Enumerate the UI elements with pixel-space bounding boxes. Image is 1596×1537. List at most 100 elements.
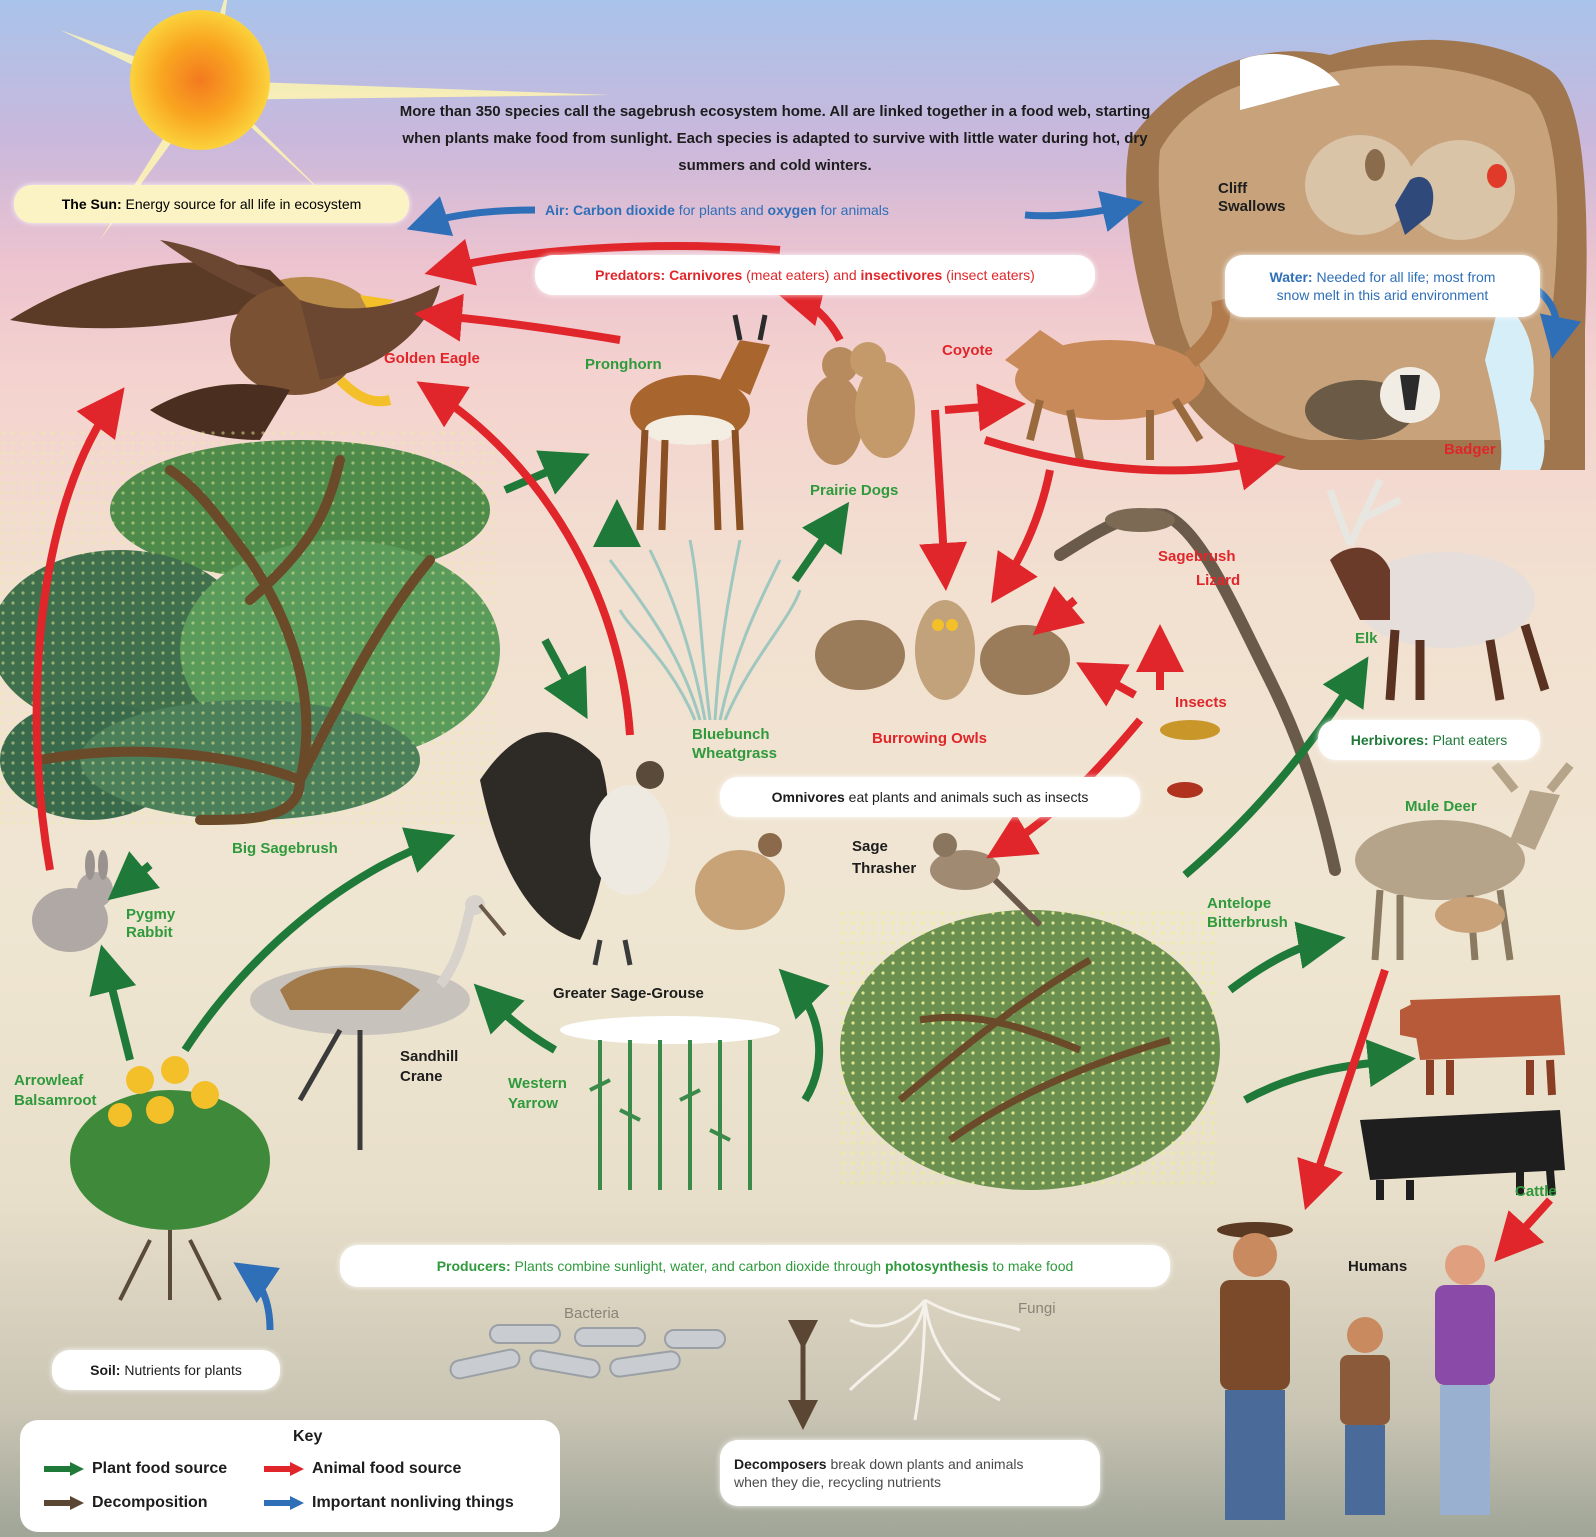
greater-sage-grouse-icon <box>480 732 785 965</box>
brown-arrow-icon <box>42 1495 86 1511</box>
producers-text1: Plants combine sunlight, water, and carb… <box>511 1258 885 1274</box>
bacteria-icon <box>449 1325 725 1380</box>
producers-photosynthesis: photosynthesis <box>885 1258 988 1274</box>
producers-title: Producers: <box>437 1258 511 1274</box>
label-cliff-swallows-2: Swallows <box>1218 198 1286 216</box>
decomposers-title: Decomposers <box>734 1456 827 1472</box>
air-oxygen: oxygen <box>768 202 817 218</box>
label-pygmy-rabbit-1: Pygmy <box>126 906 175 924</box>
predators-text2: (insect eaters) <box>942 267 1035 283</box>
intro-text: More than 350 species call the sagebrush… <box>380 98 1170 179</box>
water-text: Needed for all life; most from <box>1313 269 1496 285</box>
label-arrowleaf-1: Arrowleaf <box>14 1072 83 1090</box>
label-antelope-2: Bitterbrush <box>1207 914 1288 932</box>
herbivores-box: Herbivores: Plant eaters <box>1318 720 1540 760</box>
decomposers-text: break down plants and animals <box>827 1456 1024 1472</box>
herbivores-title: Herbivores: <box>1351 732 1429 748</box>
legend: Key Plant food source Animal food source… <box>20 1420 560 1532</box>
soil-text: Nutrients for plants <box>120 1362 241 1378</box>
label-cliff-swallows-1: Cliff <box>1218 180 1247 198</box>
label-big-sagebrush: Big Sagebrush <box>232 840 338 858</box>
prairie-dogs-icon <box>807 342 915 465</box>
mule-deer-icon <box>1355 765 1570 960</box>
label-sandhill-1: Sandhill <box>400 1048 458 1066</box>
herbivores-text: Plant eaters <box>1429 732 1508 748</box>
predators-insectivores: insectivores <box>861 267 943 283</box>
green-arrow-icon <box>42 1461 86 1477</box>
label-sagebrush-lizard-1: Sagebrush <box>1158 548 1236 566</box>
air-mid: for plants and <box>675 202 768 218</box>
decomposers-box: Decomposers break down plants and animal… <box>720 1440 1100 1506</box>
pronghorn-icon <box>630 315 770 530</box>
omnivores-box: Omnivores eat plants and animals such as… <box>720 777 1140 817</box>
blue-arrow-icon <box>262 1495 306 1511</box>
label-sagebrush-lizard-2: Lizard <box>1196 572 1240 590</box>
bluebunch-wheatgrass-icon <box>610 540 800 720</box>
label-sage-thrasher-2: Thrasher <box>852 860 916 878</box>
arrowleaf-balsamroot-icon <box>70 1056 270 1300</box>
air-co2: Carbon dioxide <box>569 202 675 218</box>
producers-box: Producers: Plants combine sunlight, wate… <box>340 1245 1170 1287</box>
burrowing-owls-icon <box>815 600 1070 700</box>
label-badger: Badger <box>1444 441 1496 459</box>
predators-text1: (meat eaters) and <box>742 267 860 283</box>
legend-animal-label: Animal food source <box>312 1460 461 1478</box>
label-pygmy-rabbit-2: Rabbit <box>126 924 173 942</box>
legend-item-plant: Plant food source <box>42 1460 227 1478</box>
producers-text2: to make food <box>988 1258 1073 1274</box>
big-sagebrush-icon <box>0 430 500 830</box>
label-elk: Elk <box>1355 630 1378 648</box>
water-box: Water: Needed for all life; most from sn… <box>1225 255 1540 317</box>
cattle-icon <box>1360 995 1565 1200</box>
elk-icon <box>1330 480 1545 700</box>
label-insects: Insects <box>1175 694 1227 712</box>
decomposers-text2: when they die, recycling nutrients <box>734 1473 941 1491</box>
label-fungi: Fungi <box>1018 1300 1056 1318</box>
label-coyote: Coyote <box>942 342 993 360</box>
label-sandhill-2: Crane <box>400 1068 443 1086</box>
legend-nonliving-label: Important nonliving things <box>312 1494 514 1512</box>
soil-title: Soil: <box>90 1362 120 1378</box>
label-cattle: Cattle <box>1515 1183 1557 1201</box>
legend-item-decomposition: Decomposition <box>42 1494 208 1512</box>
pygmy-rabbit-icon <box>32 850 113 952</box>
label-antelope-1: Antelope <box>1207 895 1271 913</box>
predators-box: Predators: Carnivores (meat eaters) and … <box>535 255 1095 295</box>
label-bluebunch-2: Wheatgrass <box>692 745 777 763</box>
western-yarrow-icon <box>560 1016 780 1190</box>
omnivores-title: Omnivores <box>772 789 845 805</box>
antelope-bitterbrush-icon <box>840 910 1220 1190</box>
sun-box: The Sun: Energy source for all life in e… <box>14 185 409 223</box>
soil-box: Soil: Nutrients for plants <box>52 1350 280 1390</box>
label-western-yarrow-2: Yarrow <box>508 1095 558 1113</box>
sun-box-text: Energy source for all life in ecosystem <box>122 196 362 212</box>
label-humans: Humans <box>1348 1258 1407 1276</box>
label-pronghorn: Pronghorn <box>585 356 662 374</box>
legend-item-animal: Animal food source <box>262 1460 461 1478</box>
legend-title: Key <box>293 1428 322 1446</box>
label-greater-sage-grouse: Greater Sage-Grouse <box>553 985 704 1003</box>
label-western-yarrow-1: Western <box>508 1075 567 1093</box>
legend-plant-label: Plant food source <box>92 1460 227 1478</box>
air-title: Air: <box>545 202 569 218</box>
label-mule-deer: Mule Deer <box>1405 798 1477 816</box>
label-sage-thrasher-1: Sage <box>852 838 888 856</box>
golden-eagle-icon <box>10 240 440 440</box>
omnivores-text: eat plants and animals such as insects <box>845 789 1089 805</box>
air-end: for animals <box>817 202 889 218</box>
label-arrowleaf-2: Balsamroot <box>14 1092 97 1110</box>
label-burrowing-owls: Burrowing Owls <box>872 730 987 748</box>
air-text: Air: Carbon dioxide for plants and oxyge… <box>545 202 889 218</box>
legend-decomposition-label: Decomposition <box>92 1494 208 1512</box>
label-prairie-dogs: Prairie Dogs <box>810 482 898 500</box>
water-title: Water: <box>1270 269 1313 285</box>
legend-item-nonliving: Important nonliving things <box>262 1494 514 1512</box>
label-bluebunch-1: Bluebunch <box>692 726 770 744</box>
red-arrow-icon <box>262 1461 306 1477</box>
sun-box-title: The Sun: <box>62 196 122 212</box>
insects-icon <box>1160 720 1220 798</box>
label-golden-eagle: Golden Eagle <box>384 350 480 368</box>
fungi-icon <box>850 1300 1020 1420</box>
